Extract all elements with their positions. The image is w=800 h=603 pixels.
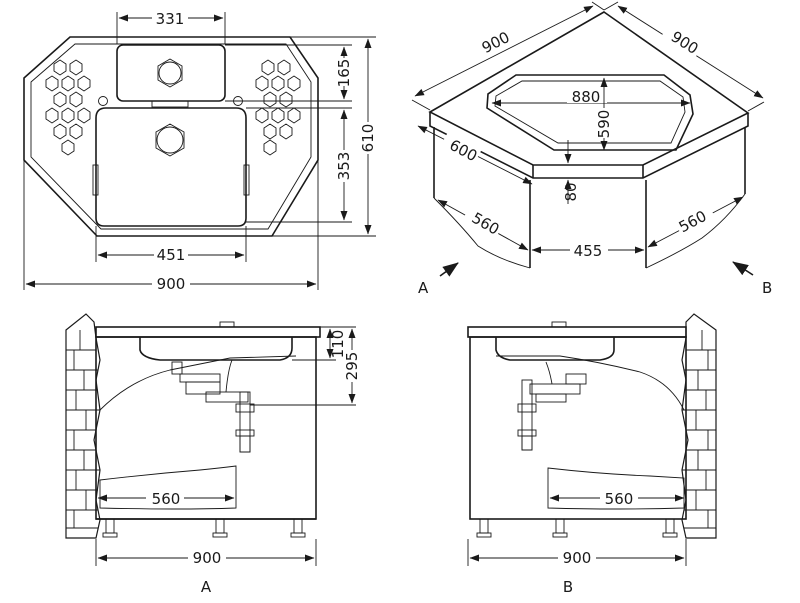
view-arrow-a-label: A: [418, 279, 429, 297]
dim-590: 590: [595, 110, 613, 139]
left-drainer-ribs: [45, 59, 91, 156]
brick-wall-left: [65, 313, 101, 539]
dim-900-top-view: 900: [157, 275, 186, 293]
sink-inner-rim: [30, 43, 312, 230]
brick-wall-right: [681, 313, 717, 539]
dim-455: 455: [574, 242, 603, 260]
tap-hole-left: [98, 96, 108, 106]
front-view-b: 560 900 B: [467, 313, 717, 596]
front-view-a: 110 295 560 900 A: [65, 313, 361, 596]
dim-295: 295: [343, 352, 361, 381]
view-b-caption: B: [563, 578, 573, 596]
right-drainer-ribs: [255, 59, 301, 156]
dim-353: 353: [335, 152, 353, 181]
dim-880: 880: [572, 88, 601, 106]
large-drain-icon: [155, 123, 185, 157]
dim-560-view-b: 560: [605, 490, 634, 508]
dim-451: 451: [157, 246, 186, 264]
legs-b: [476, 518, 678, 538]
dim-331: 331: [156, 10, 185, 28]
dim-900-view-b: 900: [563, 549, 592, 567]
view-arrow-b-label: B: [762, 279, 772, 297]
bowl-side-a: [139, 337, 293, 361]
dim-900-view-a: 900: [193, 549, 222, 567]
view-arrow-b: [732, 261, 754, 276]
large-bowl: [95, 107, 247, 227]
dim-165: 165: [335, 59, 353, 88]
dim-610: 610: [359, 124, 377, 153]
dim-80: 80: [562, 182, 580, 201]
view-arrow-a: [439, 262, 459, 277]
small-drain-icon: [157, 58, 183, 88]
drain-pipework-a: [171, 359, 255, 453]
small-bowl: [116, 44, 226, 102]
drain-pipework-b: [517, 361, 587, 451]
top-view: 331 165 353 610 451 900: [23, 10, 377, 293]
cabinet-a: [95, 336, 317, 520]
isometric-view: 900 900 880 590 600 80 560 455 560: [411, 1, 772, 297]
dim-110: 110: [329, 330, 347, 359]
cabinet-b: [469, 336, 687, 520]
legs-a: [102, 518, 306, 538]
iso-basin: [486, 74, 694, 151]
bowl-side-b: [495, 337, 615, 361]
view-a-caption: A: [201, 578, 212, 596]
dim-560-view-a: 560: [152, 490, 181, 508]
